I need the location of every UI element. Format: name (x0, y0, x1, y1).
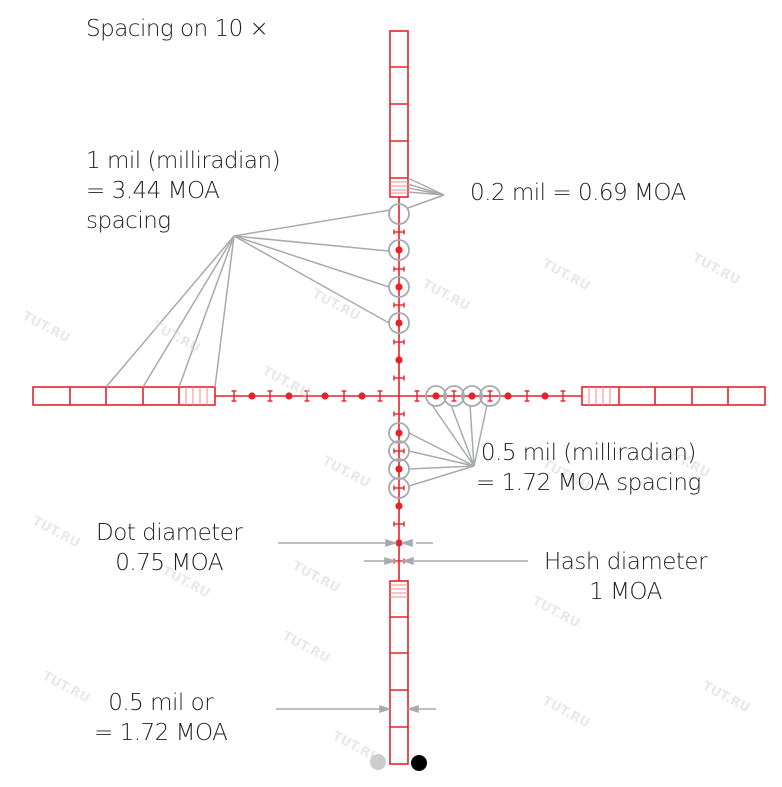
hash-diameter-label: Hash diameter 1 MOA (544, 547, 708, 607)
dimension-arrows (276, 538, 528, 714)
right-post (581, 386, 766, 406)
leader-lines-half-mil (408, 404, 488, 487)
bottom-post (389, 580, 409, 765)
half-mil-line-2: = 1.72 MOA spacing (476, 470, 701, 496)
vertical-hashes (393, 229, 405, 564)
mil-spacing-label: 1 mil (milliradian) = 3.44 MOA spacing (86, 146, 281, 236)
mil-spacing-line-2: = 3.44 MOA (86, 178, 220, 204)
bar-width-line-1: 0.5 mil or (108, 690, 214, 716)
vertical-dots (395, 246, 403, 547)
mil-spacing-line-3: spacing (86, 208, 171, 234)
bar-width-line-2: = 1.72 MOA (94, 720, 228, 746)
leader-lines-fifth-mil (407, 177, 445, 209)
dot-diameter-label: Dot diameter 0.75 MOA (96, 518, 243, 578)
leader-lines-mil (105, 209, 391, 388)
diagram-title: Spacing on 10 × (86, 16, 269, 42)
left-post (32, 386, 216, 406)
fifth-mil-label: 0.2 mil = 0.69 MOA (470, 180, 686, 206)
dot-diameter-line-2: 0.75 MOA (115, 550, 224, 576)
hash-diameter-line-1: Hash diameter (544, 549, 708, 575)
gray-dot (370, 754, 386, 770)
black-dot (411, 755, 427, 771)
bar-width-label: 0.5 mil or = 1.72 MOA (94, 688, 228, 748)
half-mil-label: 0.5 mil (milliradian) = 1.72 MOA spacing (476, 438, 701, 498)
dot-diameter-line-1: Dot diameter (96, 520, 243, 546)
horizontal-hashes (231, 390, 566, 402)
crosshair (215, 197, 582, 581)
mil-spacing-line-1: 1 mil (milliradian) (86, 148, 281, 174)
hash-diameter-line-2: 1 MOA (589, 579, 662, 605)
top-post (389, 30, 409, 198)
horizontal-dots (248, 392, 549, 400)
half-mil-line-1: 0.5 mil (milliradian) (480, 440, 697, 466)
